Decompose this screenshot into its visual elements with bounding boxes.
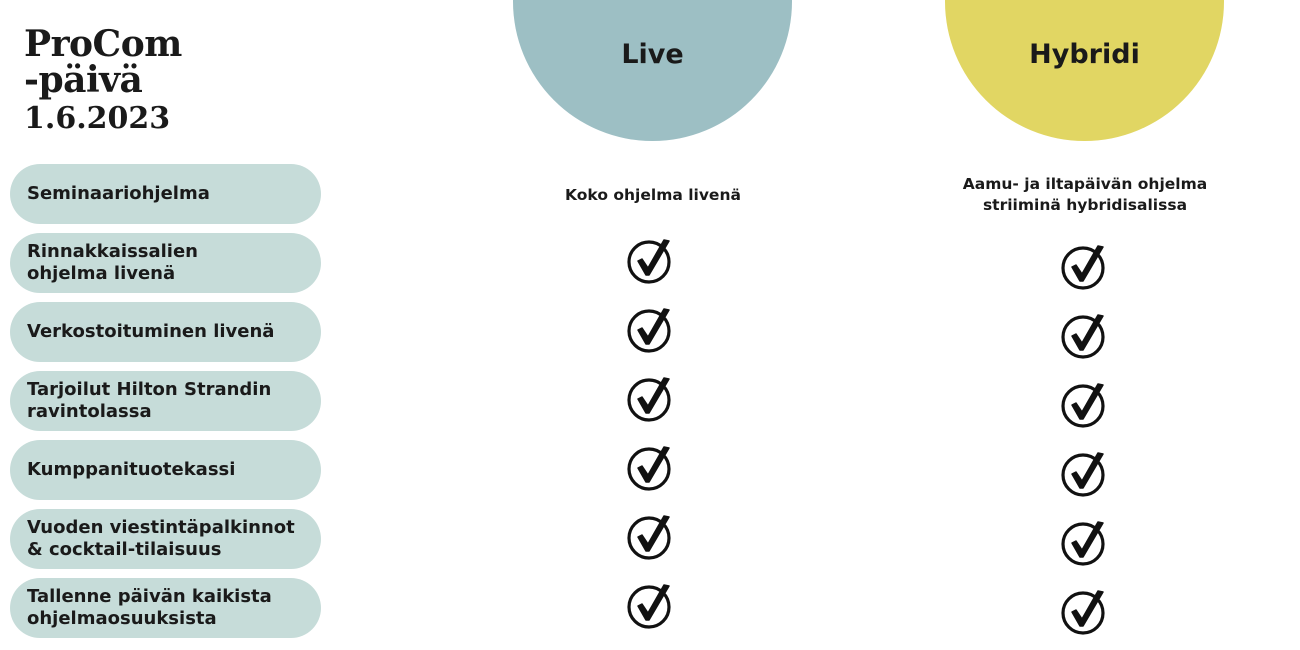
row-label: Seminaariohjelma (27, 183, 210, 204)
check-circle-icon (1061, 383, 1105, 428)
row-label: Rinnakkaissalien ohjelma livenä (27, 241, 198, 284)
row-label-pill: Verkostoituminen livenä (10, 302, 321, 362)
event-date: 1.6.2023 (24, 101, 171, 136)
row-label: Kumppanituotekassi (27, 459, 236, 480)
row-label-pill: Kumppanituotekassi (10, 440, 321, 500)
check-circle-icon (1061, 521, 1105, 566)
check-circle-icon (1061, 452, 1105, 497)
check-circle-icon (1061, 245, 1105, 290)
check-circle-icon (627, 515, 671, 560)
row-label-pill: Tarjoilut Hilton Strandin ravintolassa (10, 371, 321, 431)
hybrid-column-header: Hybridi (945, 0, 1224, 141)
row-label: Verkostoituminen livenä (27, 321, 275, 342)
live-column-label: Live (621, 39, 684, 70)
check-circle-icon (627, 239, 671, 284)
row-label: Vuoden viestintäpalkinnot & cocktail-til… (27, 517, 295, 560)
row-label-pill: Rinnakkaissalien ohjelma livenä (10, 233, 321, 293)
check-circle-icon (627, 446, 671, 491)
row-label: Tallenne päivän kaikista ohjelmaosuuksis… (27, 586, 272, 629)
row-label-pill: Tallenne päivän kaikista ohjelmaosuuksis… (10, 578, 321, 638)
hybrid-column-label: Hybridi (1029, 39, 1140, 70)
title-line-1: ProCom (24, 23, 182, 65)
live-column-header: Live (513, 0, 792, 141)
row-label-pill: Seminaariohjelma (10, 164, 321, 224)
check-circle-icon (1061, 314, 1105, 359)
check-circle-icon (627, 377, 671, 422)
hybrid-seminar-text: Aamu- ja iltapäivän ohjelma striiminä hy… (962, 175, 1208, 214)
title-line-2: -päivä (24, 59, 143, 101)
page-title: ProCom -päivä 1.6.2023 (24, 26, 182, 134)
check-circle-icon (627, 308, 671, 353)
live-seminar-text: Koko ohjelma livenä (565, 186, 741, 204)
row-label-pill: Vuoden viestintäpalkinnot & cocktail-til… (10, 509, 321, 569)
check-circle-icon (627, 584, 671, 629)
row-label: Tarjoilut Hilton Strandin ravintolassa (27, 379, 272, 422)
check-circle-icon (1061, 590, 1105, 635)
